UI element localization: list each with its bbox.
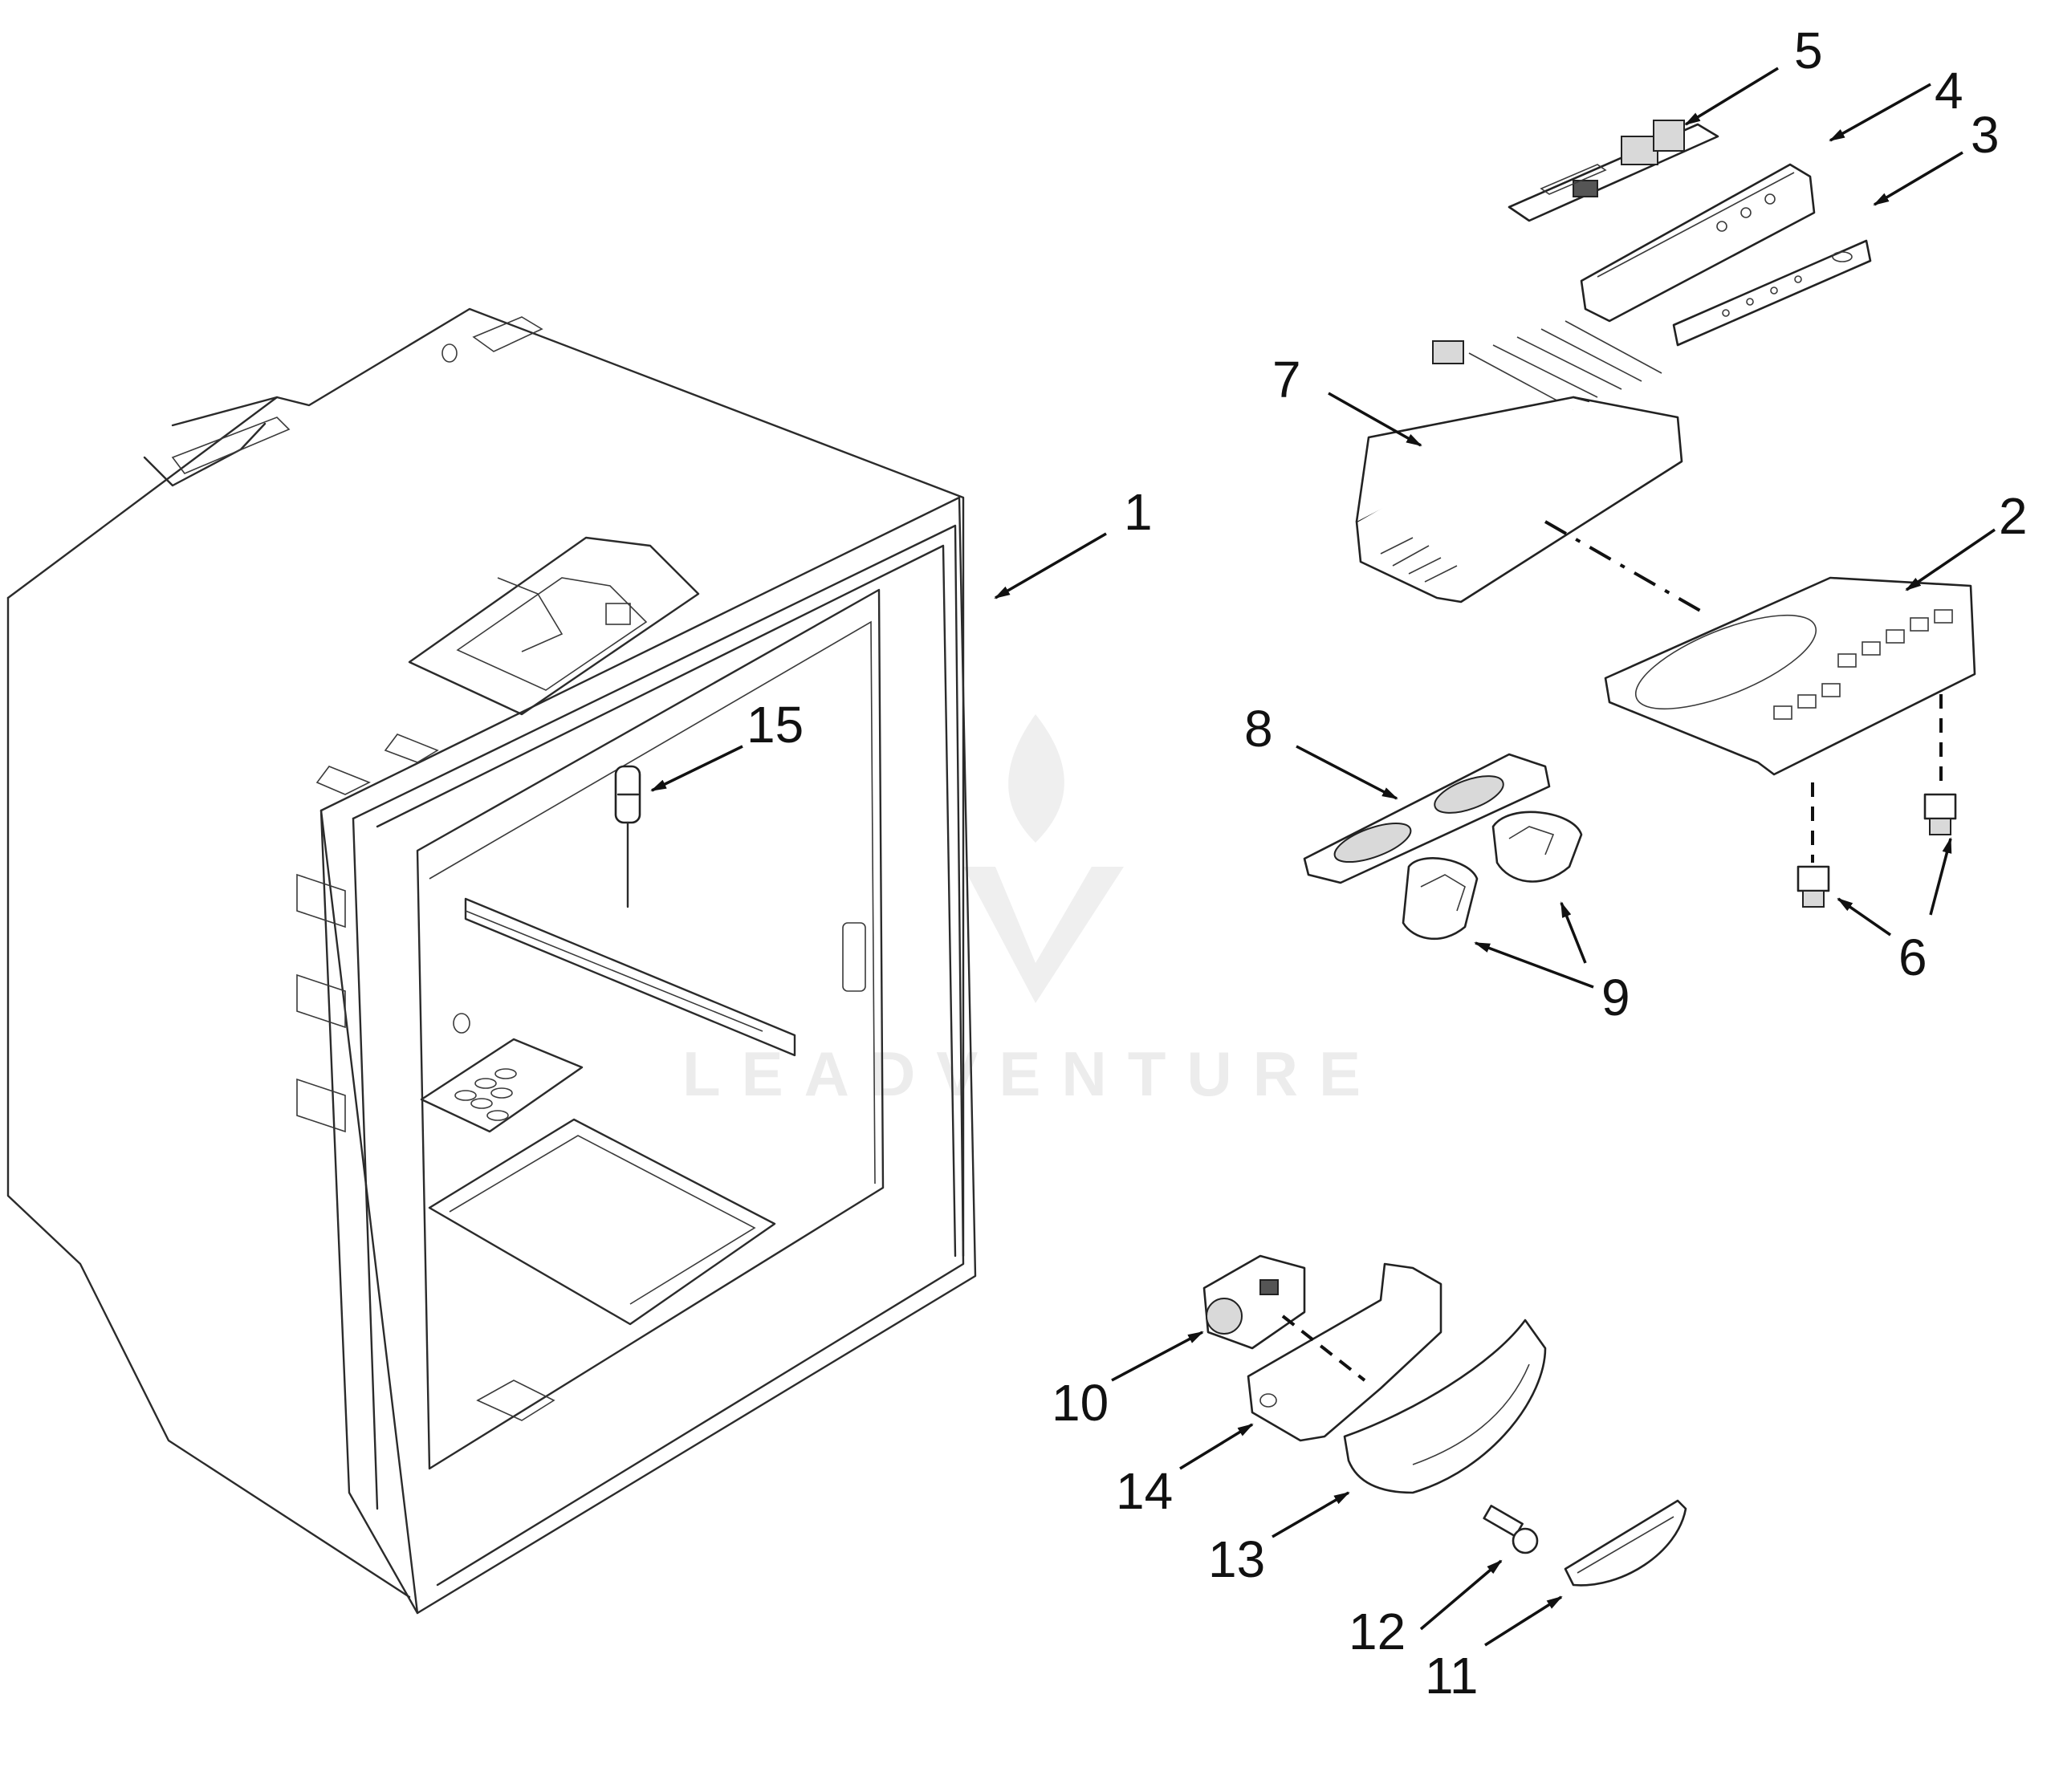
control-board xyxy=(1508,120,1719,222)
callout-5: 5 xyxy=(1794,22,1823,79)
trim-cap xyxy=(1564,1499,1687,1587)
control-housing xyxy=(1580,163,1816,323)
light-shield xyxy=(1303,753,1551,884)
lamp-socket-lower xyxy=(1402,857,1479,941)
liner-cabinet xyxy=(6,307,977,1615)
callout-2: 2 xyxy=(1999,487,2028,545)
callout-4: 4 xyxy=(1935,62,1963,120)
air-duct-cover xyxy=(1355,320,1683,603)
callout-9: 9 xyxy=(1601,969,1630,1026)
callout-3: 3 xyxy=(1971,106,2000,164)
callout-12: 12 xyxy=(1349,1603,1406,1660)
leader-arrows xyxy=(650,67,1996,1647)
callout-14: 14 xyxy=(1116,1462,1173,1520)
callout-1: 1 xyxy=(1124,483,1153,541)
alignment-lines xyxy=(1281,520,1943,1382)
dispenser-trim xyxy=(1343,1319,1547,1494)
watermark-text: LEADVENTURE xyxy=(682,1038,1381,1109)
callout-10: 10 xyxy=(1052,1374,1109,1432)
mounting-screw xyxy=(1483,1505,1539,1554)
callout-13: 13 xyxy=(1208,1530,1265,1588)
door-switch-left xyxy=(1796,865,1830,908)
dispenser-housing xyxy=(1247,1262,1442,1442)
callout-11: 11 xyxy=(1425,1647,1478,1705)
overlay-strip xyxy=(1672,239,1872,347)
thermistor-probe xyxy=(614,765,641,908)
control-housing-base xyxy=(1604,576,1976,776)
door-switch-right xyxy=(1923,793,1957,835)
callout-6: 6 xyxy=(1898,929,1927,986)
callout-15: 15 xyxy=(747,696,804,754)
watermark-logo xyxy=(963,714,1124,1003)
fan-motor-assembly xyxy=(1202,1254,1306,1350)
callout-8: 8 xyxy=(1244,700,1273,758)
callout-7: 7 xyxy=(1272,351,1301,408)
lamp-socket-upper xyxy=(1491,811,1583,883)
